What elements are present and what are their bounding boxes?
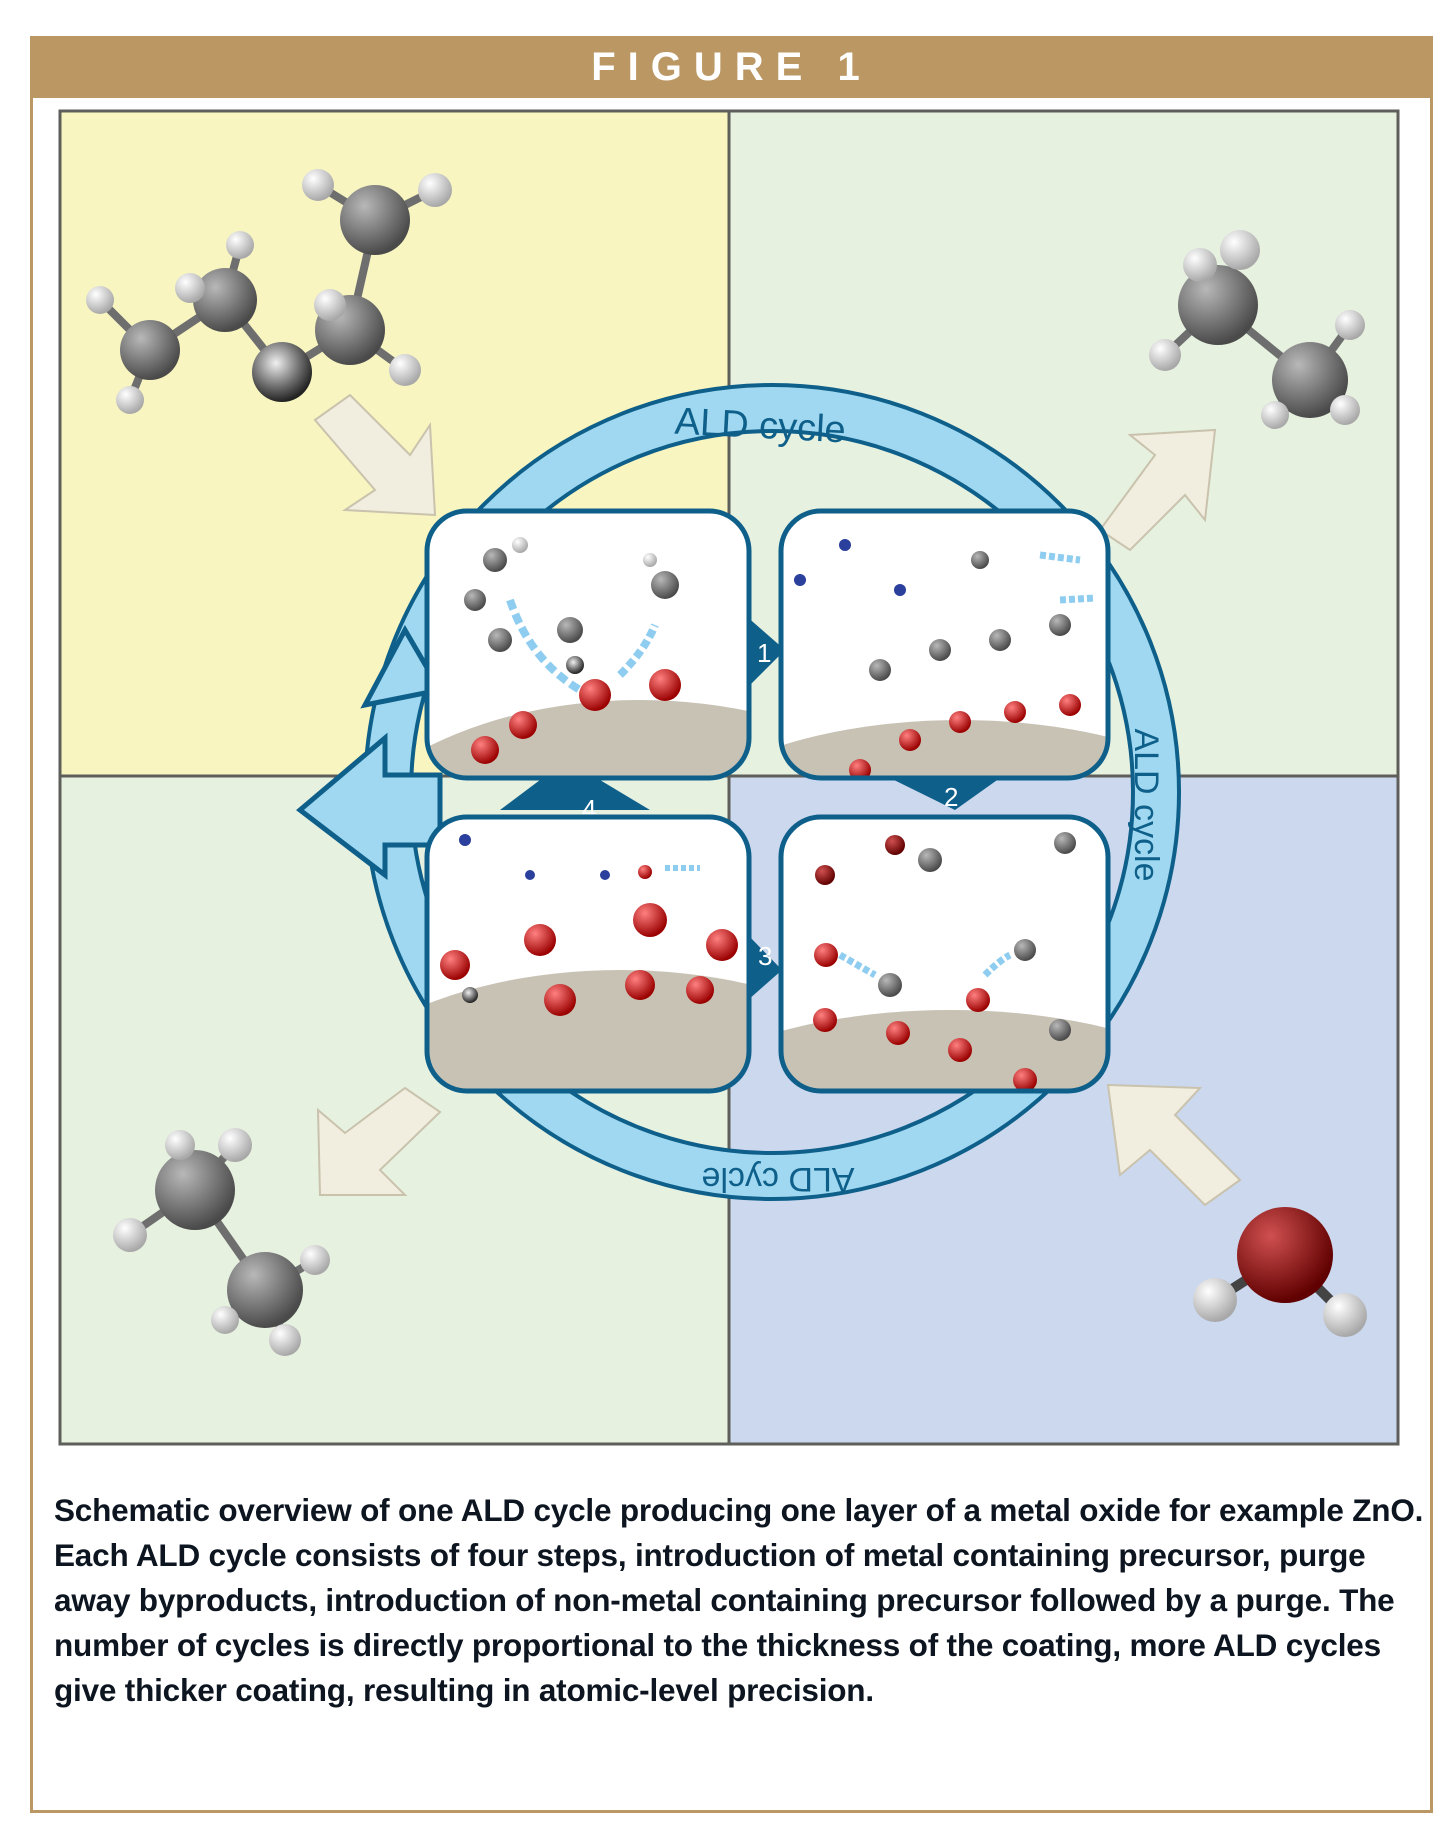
cycle-label-right: ALD cycle xyxy=(1127,728,1165,881)
arrow-in-precursor-icon xyxy=(313,393,437,517)
figure-caption: Schematic overview of one ALD cycle prod… xyxy=(54,1492,1424,1708)
step-number-1: 1 xyxy=(757,638,771,668)
byproduct-molecule-2-icon xyxy=(113,1128,330,1356)
step-number-3: 3 xyxy=(758,941,772,971)
figure-header: FIGURE 1 xyxy=(30,36,1433,98)
flow-arrows xyxy=(313,393,1242,1207)
cycle-arrowhead-icon xyxy=(296,732,443,881)
step-panel-1 xyxy=(424,508,752,781)
step-connectors xyxy=(500,615,1000,1000)
step-number-2: 2 xyxy=(944,782,958,812)
figure-title: FIGURE 1 xyxy=(591,44,872,89)
cycle-label-bottom: ALD cycle xyxy=(701,1160,854,1198)
water-molecule-icon xyxy=(1193,1207,1367,1337)
arrow-in-water-icon xyxy=(1106,1083,1242,1207)
step-panel-4 xyxy=(424,814,752,1094)
byproduct-molecule-icon xyxy=(1149,230,1365,429)
arrow-out-byproduct-icon xyxy=(1098,428,1217,552)
cycle-label-top: ALD cycle xyxy=(674,401,847,452)
metal-precursor-molecule-icon xyxy=(86,169,452,414)
cycle-ring xyxy=(296,383,1181,1201)
arrow-out-byproduct-2-icon xyxy=(316,1086,442,1196)
step-panel-2 xyxy=(778,508,1111,781)
